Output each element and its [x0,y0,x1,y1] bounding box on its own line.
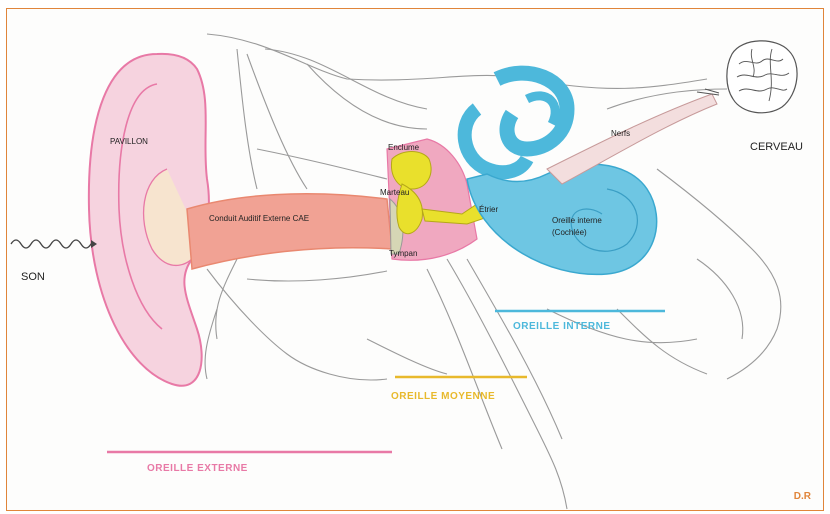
oreille-externe-label: OREILLE EXTERNE [147,463,248,474]
nerfs-label: Nerfs [611,129,630,138]
credit-label: D.R [794,491,811,502]
oreille-moyenne-label: OREILLE MOYENNE [391,391,495,402]
etrier-label: Étrier [479,205,498,214]
enclume-label: Enclume [388,143,420,152]
son-label: SON [21,271,45,283]
tympan-label: Tympan [389,249,417,258]
cerveau-label: CERVEAU [750,141,803,153]
cochlee-label: (Cochlée) [552,228,587,237]
diagram-frame: SON PAVILLON Conduit Auditif Externe CAE… [6,8,824,511]
conduit-label: Conduit Auditif Externe CAE [209,214,309,223]
sound-wave-icon [11,240,95,248]
oreille-interne-detail-label: Oreille interne [552,216,602,225]
brain-icon [727,41,797,113]
oreille-interne-label: OREILLE INTERNE [513,321,611,332]
ear-canal-shape [187,194,392,269]
pavillon-label: PAVILLON [110,137,148,146]
marteau-label: Marteau [380,188,409,197]
ear-anatomy-diagram: SON PAVILLON Conduit Auditif Externe CAE… [7,9,824,511]
